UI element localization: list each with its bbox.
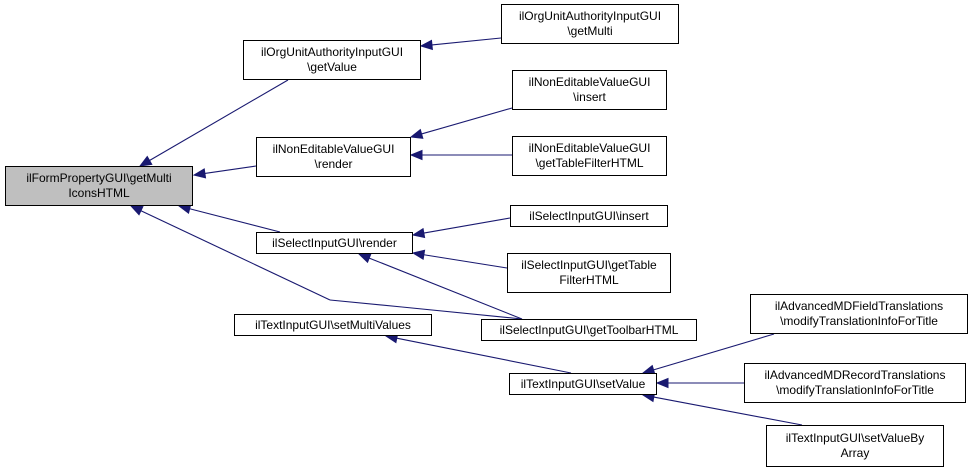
edge-sel_toolbar-to-sel_render (357, 253, 523, 320)
edge-ne_render-to-root (192, 165, 257, 179)
node-ne-gettable[interactable]: ilNonEditableValueGUI\getTableFilterHTML (512, 136, 667, 176)
node-ne-insert[interactable]: ilNonEditableValueGUI\insert (512, 70, 667, 110)
node-label-line: \getTableFilterHTML (535, 156, 644, 170)
node-ne-render[interactable]: ilNonEditableValueGUI\render (256, 137, 411, 177)
node-txt-setmulti[interactable]: ilTextInputGUI\setMultiValues (234, 314, 432, 336)
edge-ne_insert-to-ne_render (409, 107, 513, 139)
node-label-line: ilOrgUnitAuthorityInputGUI (260, 45, 404, 59)
node-sel-insert[interactable]: ilSelectInputGUI\insert (510, 205, 668, 227)
node-label-line: ilNonEditableValueGUI (528, 75, 651, 89)
edge-sel_insert-to-sel_render (411, 217, 511, 239)
edge-line (189, 208, 281, 233)
edge-line (401, 306, 523, 320)
edge-sel_toolbar-to-root (129, 205, 523, 320)
node-label-line: \getValue (307, 60, 357, 74)
node-label-line: \render (314, 157, 353, 171)
edge-arrowhead (655, 377, 669, 389)
edge-org_getmulti-to-org_getvalue (419, 37, 502, 51)
node-sel-render[interactable]: ilSelectInputGUI\render (256, 232, 413, 254)
edge-line (421, 107, 513, 135)
node-label-line: \modifyTranslationInfoForTitle (776, 383, 934, 397)
edge-line (653, 333, 775, 371)
node-org-getmulti[interactable]: ilOrgUnitAuthorityInputGUI\getMulti (501, 4, 679, 44)
edge-arrowhead (409, 149, 423, 161)
node-adv-field[interactable]: ilAdvancedMDFieldTranslations\modifyTran… (750, 294, 968, 334)
node-label-line: ilSelectInputGUI\render (272, 235, 397, 250)
edge-line (653, 396, 803, 426)
edge-line (423, 217, 511, 234)
node-label-line: ilSelectInputGUI\getToolbarHTML (499, 322, 679, 337)
node-label-line: ilFormPropertyGUI\getMulti (26, 171, 172, 185)
node-label-line: \modifyTranslationInfoForTitle (780, 314, 938, 328)
edge-sel_render-to-root (177, 203, 281, 233)
edge-line (149, 79, 289, 161)
edge-line (423, 254, 508, 269)
node-label-line: Array (840, 446, 870, 460)
node-label-line: ilTextInputGUI\setValueBy (785, 431, 925, 445)
node-adv-record[interactable]: ilAdvancedMDRecordTranslations\modifyTra… (744, 363, 966, 403)
edge-line (431, 37, 502, 46)
edge-arrowhead (192, 168, 207, 179)
edge-line (204, 165, 257, 174)
edge-arrowhead (129, 205, 144, 216)
edge-arrowhead (409, 128, 424, 139)
edge-ne_gettable-to-ne_render (409, 149, 512, 161)
node-label-line: ilSelectInputGUI\insert (529, 208, 649, 223)
edge-line (396, 337, 572, 374)
edge-arrowhead (411, 227, 426, 239)
node-label-line: ilTextInputGUI\setValue (520, 376, 646, 391)
node-label-line: \getMulti (567, 24, 613, 38)
node-label-line: \insert (573, 90, 606, 104)
node-label-line: ilNonEditableValueGUI (528, 141, 651, 155)
edge-arrowhead (419, 39, 433, 51)
edge-arrowhead (357, 253, 372, 264)
node-org-getvalue[interactable]: ilOrgUnitAuthorityInputGUI\getValue (243, 40, 421, 80)
edge-org_getvalue-to-root (138, 79, 289, 167)
node-sel-toolbar[interactable]: ilSelectInputGUI\getToolbarHTML (481, 319, 697, 341)
edge-line (369, 257, 523, 320)
node-label-line: ilNonEditableValueGUI (272, 142, 395, 156)
node-label-line: ilOrgUnitAuthorityInputGUI (518, 9, 662, 23)
node-label-line: IconsHTML (68, 186, 130, 200)
edge-arrowhead (411, 249, 426, 260)
edge-arrowhead (138, 155, 153, 167)
node-label-line: FilterHTML (559, 273, 619, 287)
node-label-line: ilSelectInputGUI\getTable (521, 258, 657, 272)
edge-adv_record-to-txt_setvalue (655, 377, 744, 389)
edge-line (329, 299, 403, 308)
edge-sel_gettable-to-sel_render (411, 249, 508, 269)
node-label-line: ilAdvancedMDRecordTranslations (764, 368, 946, 382)
node-label-line: ilAdvancedMDFieldTranslations (774, 299, 944, 313)
node-txt-setvalue[interactable]: ilTextInputGUI\setValue (509, 373, 657, 395)
edge-line (140, 210, 331, 301)
node-label-line: ilTextInputGUI\setMultiValues (255, 317, 411, 332)
